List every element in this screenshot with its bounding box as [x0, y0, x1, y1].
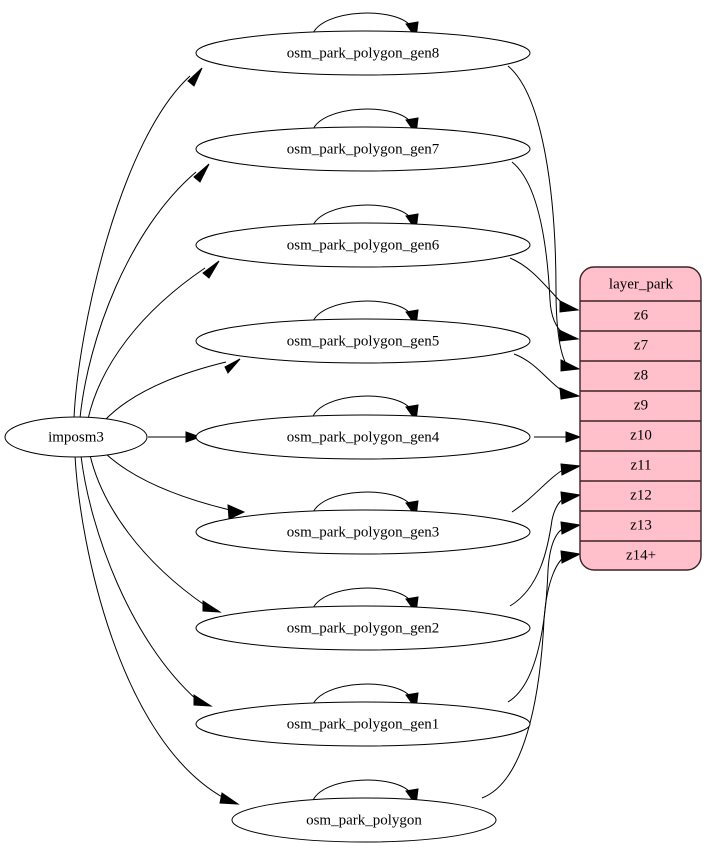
edge-imposm3-gen5	[103, 361, 227, 422]
node-base[interactable]: osm_park_polygon	[231, 797, 497, 843]
selfloop-gen1	[311, 683, 413, 708]
table-row-z8[interactable]: z8	[634, 367, 648, 383]
edge-gen1-z13	[507, 526, 567, 703]
edge-imposm3-gen3	[105, 453, 231, 511]
edges-from-imposm3	[73, 67, 246, 805]
arrow-imposm3-gen6	[202, 260, 220, 279]
edge-gen2-z12	[509, 496, 567, 607]
table-border	[579, 266, 702, 571]
edge-base-z14	[481, 555, 567, 799]
selfloop-gen6	[311, 204, 413, 229]
arrow-imposm3-gen4	[185, 431, 202, 443]
edge-imposm3-base	[74, 455, 225, 799]
arrow-imposm3-gen8	[187, 67, 203, 87]
table-row-z7[interactable]: z7	[634, 337, 649, 353]
edge-imposm3-gen1	[80, 455, 198, 701]
edges-to-layer-table	[481, 65, 582, 799]
node-imposm3[interactable]: imposm3	[4, 416, 148, 458]
arrow-imposm3-gen5	[224, 358, 241, 374]
node-ellipse-gen6[interactable]	[195, 222, 531, 268]
node-ellipse-base[interactable]	[231, 797, 497, 843]
node-ellipse-gen8[interactable]	[195, 30, 531, 76]
node-ellipse-gen4[interactable]	[195, 414, 531, 460]
table-separators	[580, 300, 701, 542]
arrow-gen4-z10	[565, 431, 582, 443]
edge-imposm3-gen7	[79, 171, 197, 419]
node-gen8[interactable]: osm_park_polygon_gen8	[195, 30, 531, 76]
node-gen5[interactable]: osm_park_polygon_gen5	[195, 318, 531, 364]
selfloop-gen4	[311, 395, 413, 420]
edge-gen7-z7	[511, 161, 565, 335]
table-background	[580, 267, 701, 570]
selfloop-gen2	[311, 587, 413, 612]
node-label-gen4: osm_park_polygon_gen4	[287, 429, 440, 445]
node-gen3[interactable]: osm_park_polygon_gen3	[195, 509, 531, 555]
node-label-gen6: osm_park_polygon_gen6	[287, 237, 440, 253]
table-row-z13[interactable]: z13	[630, 517, 652, 533]
selfloop-gen7	[311, 108, 413, 133]
arrow-imposm3-gen1	[193, 694, 213, 707]
node-label-gen3: osm_park_polygon_gen3	[287, 524, 439, 540]
node-ellipse-imposm3[interactable]	[4, 416, 148, 458]
node-ellipse-gen3[interactable]	[195, 509, 531, 555]
edge-imposm3-gen8	[73, 75, 191, 419]
node-gen1[interactable]: osm_park_polygon_gen1	[195, 701, 531, 747]
node-gen7[interactable]: osm_park_polygon_gen7	[195, 126, 531, 172]
node-ellipse-gen1[interactable]	[195, 701, 531, 747]
node-label-imposm3: imposm3	[48, 429, 104, 445]
edge-imposm3-gen6	[87, 267, 206, 420]
selfloop-base	[311, 779, 413, 804]
arrow-gen7-z7	[558, 329, 580, 342]
table-row-z9[interactable]: z9	[634, 397, 648, 413]
node-label-gen1: osm_park_polygon_gen1	[287, 716, 439, 732]
layer-park-table[interactable]: layer_park z6 z7 z8 z9 z10 z11 z12 z13 z…	[579, 266, 702, 571]
table-row-z14[interactable]: z14+	[626, 547, 656, 563]
arrow-gen5-z9	[559, 387, 581, 400]
arrow-imposm3-gen3	[227, 504, 246, 520]
arrow-imposm3-base	[219, 792, 240, 805]
node-gen4[interactable]: osm_park_polygon_gen4	[195, 414, 531, 460]
arrow-base-z14	[560, 550, 582, 564]
table-row-z10[interactable]: z10	[630, 427, 652, 443]
node-gen6[interactable]: osm_park_polygon_gen6	[195, 222, 531, 268]
selfloop-gen3	[311, 491, 413, 516]
node-label-gen5: osm_park_polygon_gen5	[287, 333, 439, 349]
selfloop-gen5	[311, 300, 413, 325]
table-row-z11[interactable]: z11	[630, 457, 651, 473]
node-label-gen2: osm_park_polygon_gen2	[287, 620, 439, 636]
edge-imposm3-gen2	[89, 454, 207, 607]
node-label-base: osm_park_polygon	[306, 812, 422, 828]
node-label-gen7: osm_park_polygon_gen7	[287, 141, 440, 157]
arrow-imposm3-gen7	[193, 163, 210, 183]
arrow-gen3-z11	[560, 463, 582, 476]
arrow-imposm3-gen2	[202, 600, 222, 613]
table-header-label: layer_park	[609, 276, 674, 292]
node-ellipse-gen5[interactable]	[195, 318, 531, 364]
edge-gen5-z9	[513, 353, 565, 393]
table-row-z6[interactable]: z6	[634, 307, 649, 323]
selfloop-gen8	[311, 12, 413, 37]
node-ellipse-gen2[interactable]	[195, 605, 531, 651]
table-row-z12[interactable]: z12	[630, 487, 652, 503]
arrow-gen2-z12	[560, 491, 582, 505]
edge-gen8-z8	[507, 65, 567, 365]
node-label-gen8: osm_park_polygon_gen8	[287, 45, 439, 61]
node-gen2[interactable]: osm_park_polygon_gen2	[195, 605, 531, 651]
arrow-gen1-z13	[560, 521, 582, 535]
arrow-gen6-z6	[559, 300, 580, 313]
node-ellipse-gen7[interactable]	[195, 126, 531, 172]
arrow-gen8-z8	[560, 359, 581, 372]
